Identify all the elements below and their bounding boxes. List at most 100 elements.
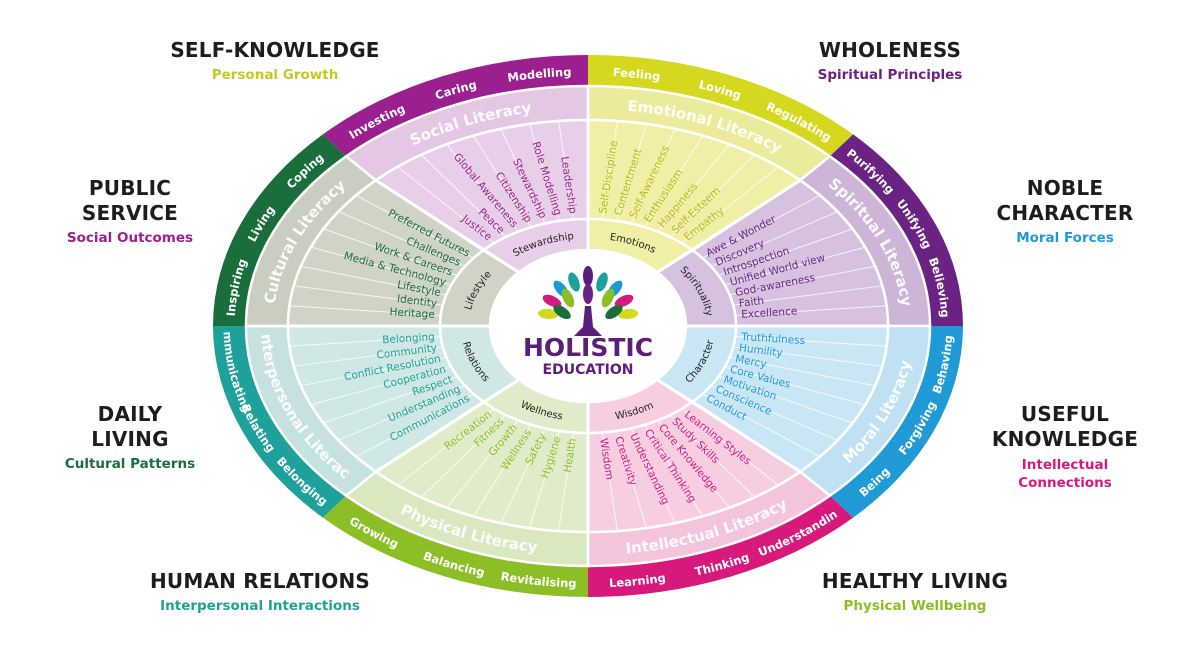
divider [724,366,866,406]
label-healthy-living: HEALTHY LIVING Physical Wellbeing [780,569,1050,615]
item-label: Faith [738,295,765,310]
segment-separator [375,179,520,274]
item-label: Heritage [389,306,435,321]
divider [310,246,452,286]
label-subtitle: Personal Growth [211,67,339,83]
outer-band [322,55,588,157]
divider [702,194,821,259]
outer-band [322,495,588,597]
divider [729,265,876,296]
item-label: Humility [738,342,783,359]
divider [630,128,676,224]
divider [300,356,447,387]
divider [558,120,574,220]
divider [420,154,507,238]
divider [644,424,704,517]
label-subtitle-line1: Intellectual [1021,457,1109,473]
divider [300,265,447,296]
divider [355,194,474,259]
label-title-line1: PUBLIC [88,176,172,200]
divider [420,414,507,498]
item-label: Belonging [382,331,435,346]
divider [710,384,838,441]
label-daily-living: DAILY LIVING Cultural Patterns [25,402,235,473]
center-subtitle: EDUCATION [543,362,634,378]
divider [446,144,519,232]
label-subtitle: Cultural Patterns [64,456,196,472]
divider [616,123,648,222]
divider [724,246,866,286]
divider [669,414,756,498]
divider [733,346,883,367]
divider [702,393,821,458]
divider [602,432,618,532]
tree-logo-icon [538,266,638,336]
divider [310,366,452,406]
label-subtitle: Interpersonal Interactions [160,598,360,614]
label-subtitle: Physical Wellbeing [843,598,987,614]
divider [500,128,546,224]
divider [558,432,574,532]
label-public-service: PUBLIC SERVICE Social Outcomes [25,176,235,247]
label-title: WHOLENESS [818,38,962,62]
divider [528,123,560,222]
outer-band [588,495,854,597]
divider [323,375,458,424]
item-label: Mercy [734,353,767,371]
label-subtitle: Moral Forces [1016,230,1114,246]
divider [500,428,546,524]
divider [338,211,466,268]
divider [397,166,495,244]
divider [735,305,887,317]
divider [718,375,853,424]
outer-band [588,55,854,157]
divider [528,430,560,529]
label-wholeness: WHOLENESS Spiritual Principles [770,38,1010,84]
segment-separator [656,179,801,274]
item-label: Truthfulness [740,331,806,347]
divider [602,120,618,220]
label-subtitle: Social Outcomes [66,230,194,246]
label-title-line1: NOBLE [1026,176,1104,200]
label-title: HUMAN RELATIONS [149,569,371,593]
divider [710,211,838,268]
label-title-line2: CHARACTER [996,201,1134,225]
divider [355,393,474,458]
segment-separator [375,378,520,473]
divider [397,408,495,486]
label-human-relations: HUMAN RELATIONS Interpersonal Interactio… [100,569,420,615]
divider [733,285,883,306]
segment-separator [656,378,801,473]
label-subtitle: Spiritual Principles [817,67,963,83]
label-useful-knowledge: USEFUL KNOWLEDGE Intellectual Connection… [950,402,1180,492]
divider [644,135,704,228]
item-label: Excellence [741,305,798,320]
item-label: Health [562,438,579,474]
label-title-line2: SERVICE [81,201,179,225]
label-subtitle-line2: Connections [1018,475,1112,491]
divider [446,420,519,508]
divider [289,305,441,317]
divider [657,144,730,232]
divider [729,356,876,387]
divider [630,428,676,524]
label-title-line1: DAILY [97,402,163,426]
divider [472,424,532,517]
divider [681,166,779,244]
divider [289,335,441,347]
divider [669,154,756,238]
divider [338,384,466,441]
divider [323,228,458,277]
label-title: SELF-KNOWLEDGE [170,38,380,62]
label-self-knowledge: SELF-KNOWLEDGE Personal Growth [110,38,440,84]
divider [472,135,532,228]
divider [718,228,853,277]
divider [293,285,443,306]
label-title-line2: KNOWLEDGE [991,427,1139,451]
label-title-line1: USEFUL [1020,402,1110,426]
label-noble-character: NOBLE CHARACTER Moral Forces [955,176,1175,247]
